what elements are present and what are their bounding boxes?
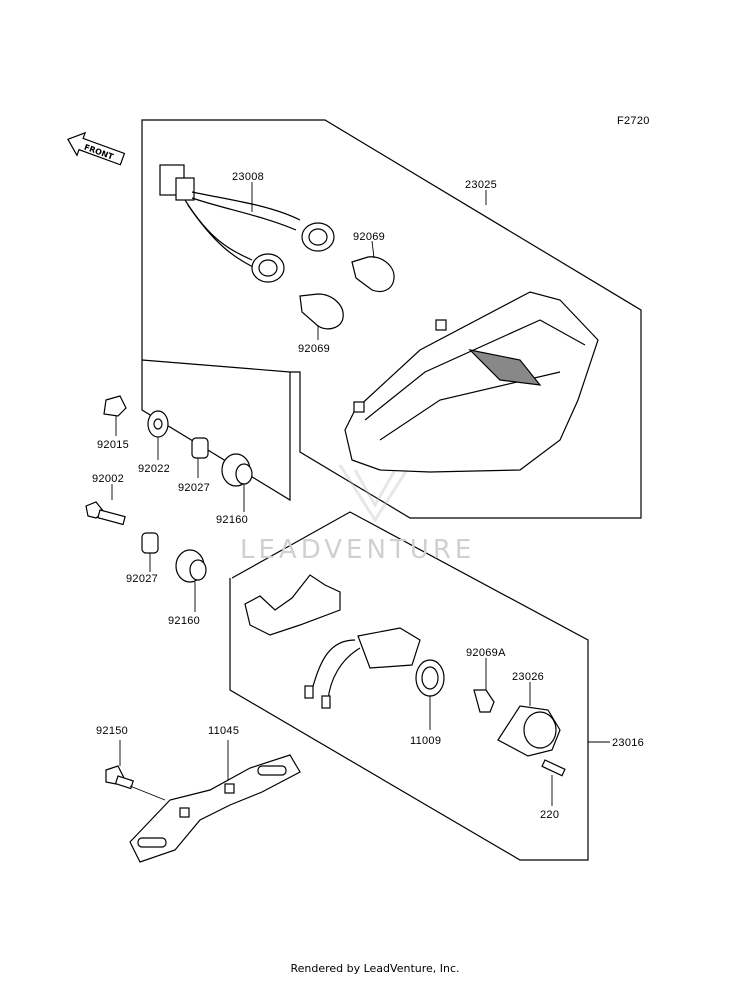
part-label-23008: 23008 xyxy=(232,171,264,183)
bulb-92069-lower xyxy=(299,293,344,330)
part-label-92069A: 92069A xyxy=(466,647,506,659)
part-label-92002: 92002 xyxy=(92,473,124,485)
screw-220 xyxy=(541,759,566,777)
license-lamp-23026 xyxy=(497,705,561,757)
collar-92027-lower xyxy=(141,532,159,554)
socket-wiring xyxy=(304,627,421,709)
license-light-bracket xyxy=(244,574,341,636)
assembly-outline-23016 xyxy=(229,511,589,861)
part-label-92069-lower: 92069 xyxy=(298,343,330,355)
footer-credit: Rendered by LeadVenture, Inc. xyxy=(290,962,460,975)
leader-lines xyxy=(111,182,610,806)
collar-92027-upper xyxy=(191,437,209,459)
outline-divider xyxy=(141,359,291,373)
plate-bracket-11045 xyxy=(129,754,301,863)
part-label-220: 220 xyxy=(540,809,559,821)
tail-light-housing-23025 xyxy=(344,291,599,473)
washer-92022 xyxy=(147,410,169,438)
part-label-92022: 92022 xyxy=(138,463,170,475)
gasket-11009 xyxy=(415,659,445,697)
part-label-23025: 23025 xyxy=(465,179,497,191)
grommet-92160-lower xyxy=(175,549,207,583)
part-label-92160-lower: 92160 xyxy=(168,615,200,627)
part-label-11045: 11045 xyxy=(208,725,239,737)
part-label-92160-upper: 92160 xyxy=(216,514,248,526)
bulb-92069A xyxy=(473,689,495,713)
assembly-outline-23025 xyxy=(141,119,642,519)
bolt-92150 xyxy=(105,765,134,790)
wiring-harness-23008 xyxy=(159,164,335,283)
figure-code: F2720 xyxy=(617,115,650,127)
watermark-logo xyxy=(338,464,412,523)
part-label-92069-upper: 92069 xyxy=(353,231,385,243)
watermark-text: LEADVENTURE xyxy=(240,535,475,565)
part-label-92150: 92150 xyxy=(96,725,128,737)
part-label-23016: 23016 xyxy=(612,737,644,749)
grommet-92160-upper xyxy=(221,453,253,487)
bolt-92002 xyxy=(85,501,126,526)
part-label-23026: 23026 xyxy=(512,671,544,683)
nut-92015 xyxy=(103,395,127,417)
bulb-92069-upper xyxy=(351,256,395,293)
part-label-92015: 92015 xyxy=(97,439,129,451)
front-arrow-icon: FRONT xyxy=(67,131,126,166)
part-label-92027-lower: 92027 xyxy=(126,573,158,585)
part-label-11009: 11009 xyxy=(410,735,441,747)
part-label-92027-upper: 92027 xyxy=(178,482,210,494)
